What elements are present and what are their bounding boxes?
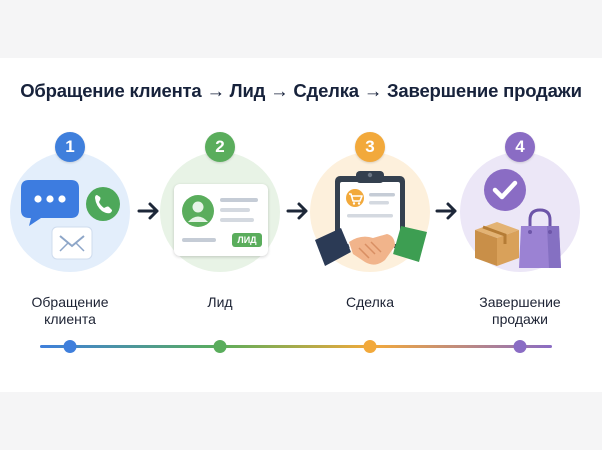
handshake-icon bbox=[315, 226, 427, 266]
step-deal: 3 Сделка bbox=[305, 130, 435, 340]
checkmark-icon bbox=[484, 169, 526, 211]
step-number-badge: 2 bbox=[205, 132, 235, 162]
step-lead: 2 ЛИД Лид bbox=[155, 130, 285, 340]
box-icon bbox=[475, 222, 519, 266]
step-number-badge: 3 bbox=[355, 132, 385, 162]
step-label-line: Завершение bbox=[479, 294, 561, 310]
step-number-badge: 4 bbox=[505, 132, 535, 162]
step-label-line: продажи bbox=[492, 311, 548, 327]
timeline-dot bbox=[213, 340, 227, 353]
step-label-line: Обращение bbox=[31, 294, 109, 310]
envelope-icon bbox=[51, 226, 93, 260]
arrow-right-icon bbox=[435, 202, 457, 220]
phone-icon bbox=[86, 187, 120, 221]
text-line bbox=[182, 238, 216, 242]
timeline-dot bbox=[63, 340, 77, 353]
arrow-right-icon bbox=[286, 202, 308, 220]
step-number-badge: 1 bbox=[55, 132, 85, 162]
timeline-line bbox=[40, 345, 552, 348]
diagram-title: Обращение клиента → Лид → Сделка → Завер… bbox=[20, 80, 582, 101]
step-customer-inquiry: 1 Обращение клиента bbox=[5, 130, 135, 340]
timeline-dot bbox=[363, 340, 377, 353]
step-label: Сделка bbox=[290, 294, 450, 311]
timeline-dot bbox=[513, 340, 527, 353]
text-line bbox=[220, 218, 254, 222]
chat-bubble-icon bbox=[21, 180, 79, 226]
shopping-bag-icon bbox=[519, 208, 561, 268]
progress-timeline bbox=[40, 340, 552, 353]
lead-card: ЛИД bbox=[174, 184, 268, 256]
user-avatar-icon bbox=[182, 195, 214, 227]
step-label-line: Лид bbox=[207, 294, 233, 310]
step-label-line: клиента bbox=[44, 311, 96, 327]
step-sale-completion: 4 Завершение продажи bbox=[455, 130, 585, 340]
text-line bbox=[220, 198, 258, 202]
arrow-right-icon bbox=[137, 202, 159, 220]
clipboard-icon bbox=[335, 171, 405, 248]
step-label-line: Сделка bbox=[346, 294, 394, 310]
step-label: Обращение клиента bbox=[0, 294, 150, 328]
lead-tag: ЛИД bbox=[232, 233, 262, 247]
text-line bbox=[220, 208, 250, 212]
step-label: Завершение продажи bbox=[440, 294, 600, 328]
step-label: Лид bbox=[140, 294, 300, 311]
